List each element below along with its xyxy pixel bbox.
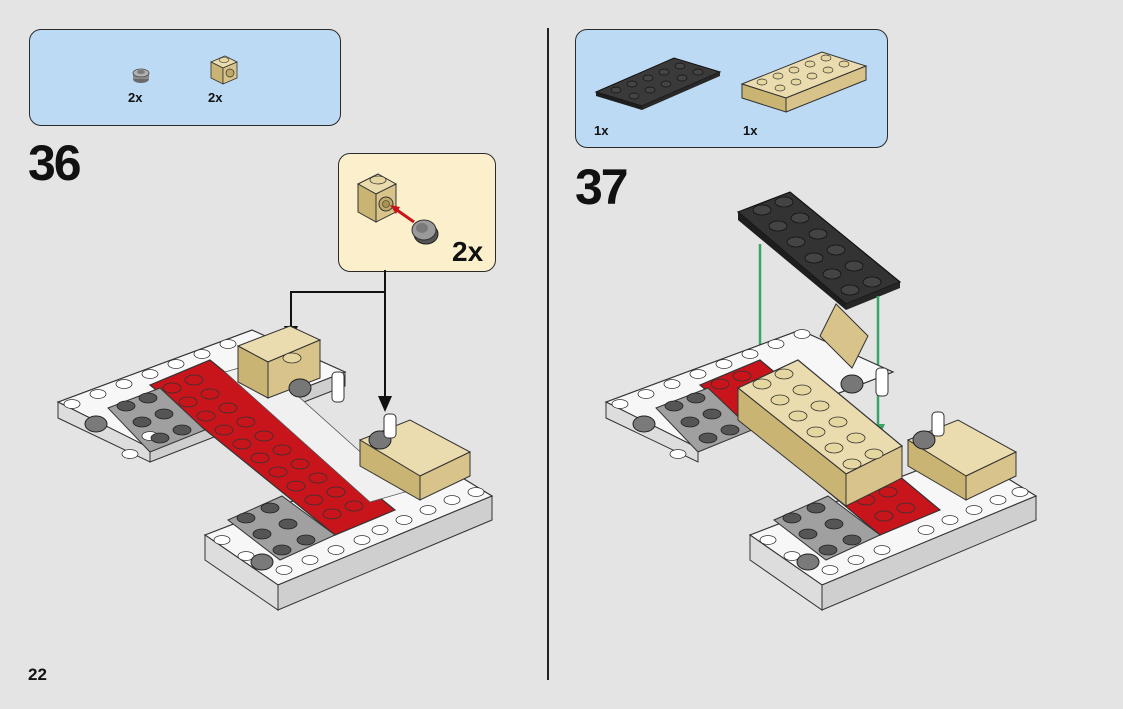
step-number: 36 [28,135,82,191]
part-qty: 2x [128,90,143,105]
part-qty: 1x [594,123,609,138]
part-qty: 1x [743,123,758,138]
step-number: 37 [575,159,629,215]
callout-assembly-illustration [356,173,439,245]
page-divider [547,28,549,680]
black-plate-2x6-part-icon [594,57,722,110]
round-plate-part-icon [132,68,150,83]
parts-box-step-36 [29,29,341,126]
tan-bracket-brick-part-icon [210,55,238,85]
tan-brick-2x6-part-icon [740,51,868,113]
callout-qty: 2x [452,236,484,267]
page-number: 22 [28,665,47,684]
part-qty: 2x [208,90,223,105]
